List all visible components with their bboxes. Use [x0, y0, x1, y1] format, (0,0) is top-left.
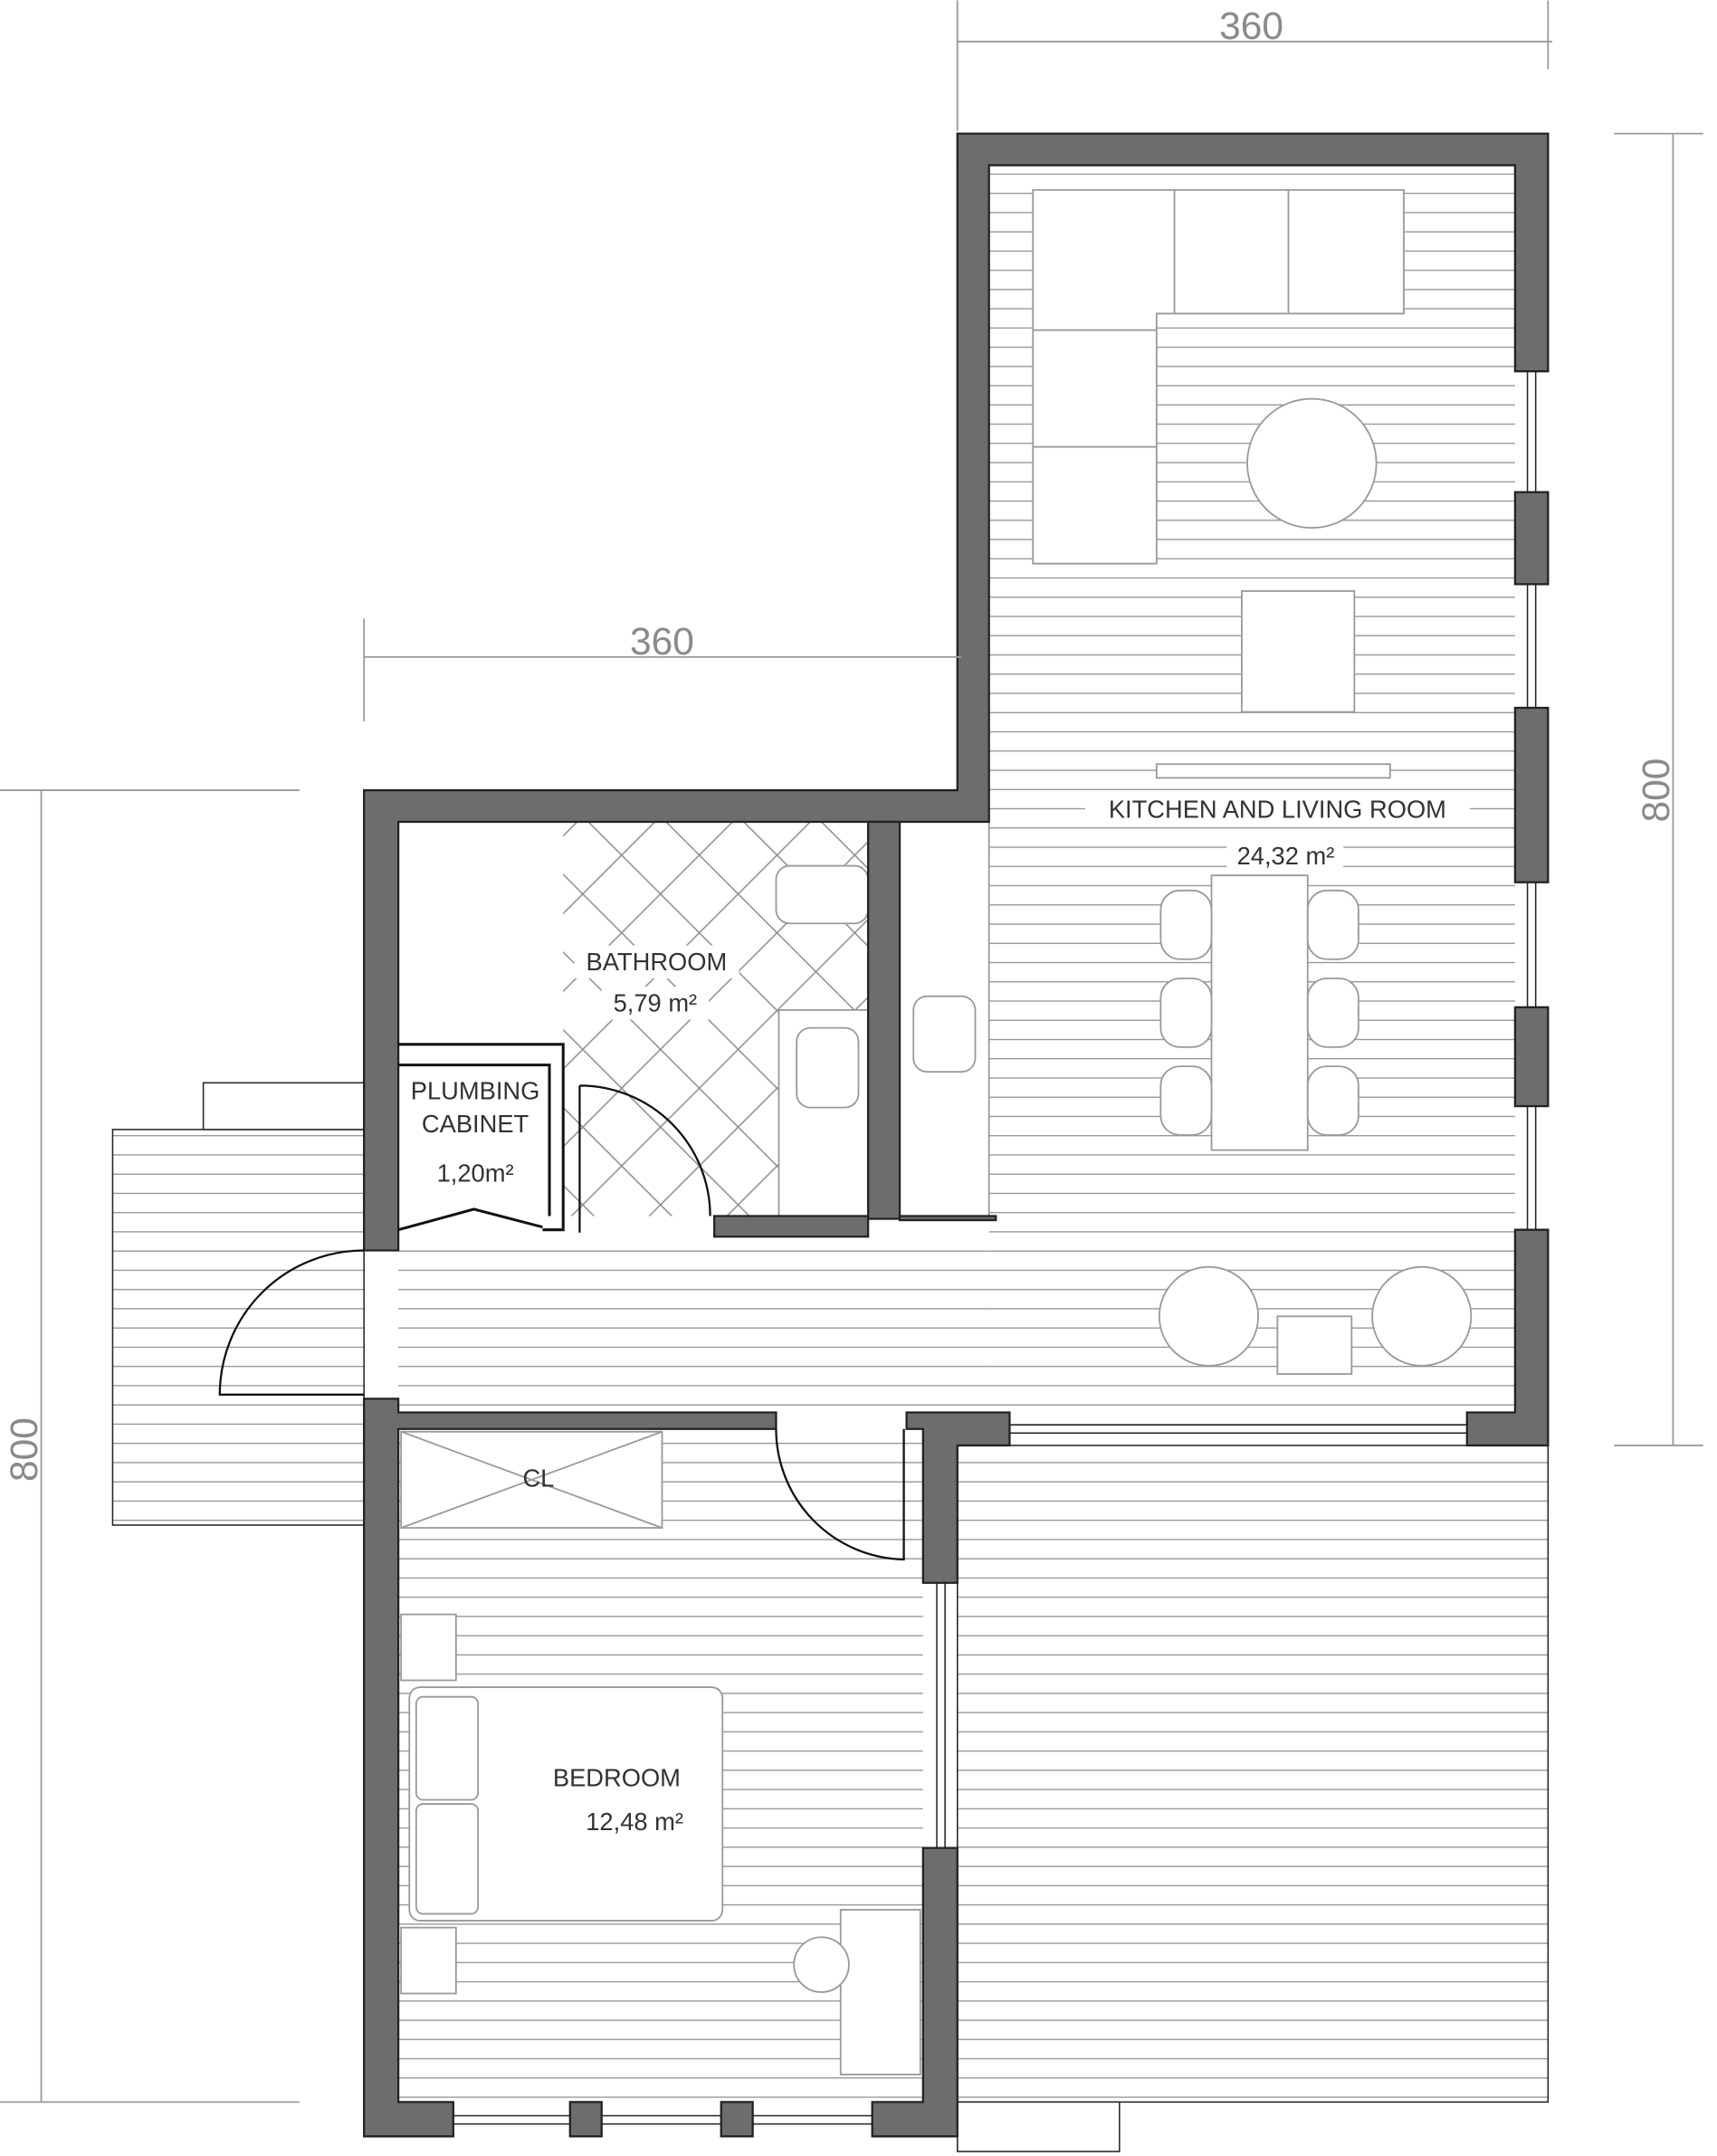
doors: [218, 1084, 905, 1561]
desk: [839, 1908, 921, 2075]
kitchen-area: 24,32 m²: [1237, 842, 1335, 870]
bed: [408, 1686, 724, 1922]
left-terrace: [111, 1129, 365, 1526]
armchair: [1240, 590, 1356, 713]
sink: [912, 995, 977, 1073]
top-width-dimension: 360: [1219, 5, 1283, 48]
plumbing-name-line1: PLUMBING: [411, 1077, 540, 1105]
middle-width-dimension: 360: [630, 621, 694, 663]
furniture: CL: [400, 188, 1473, 2075]
dining-chairs: [1159, 889, 1359, 1136]
room-labels: KITCHEN AND LIVING ROOM 24,32 m² BATHROO…: [411, 791, 1470, 1836]
walls: [363, 132, 1550, 2138]
plumbing-area: 1,20m²: [437, 1159, 514, 1188]
dimensions: 360 360 800 800: [0, 0, 1703, 2104]
lounge-chair: [1371, 1265, 1473, 1367]
toilet: [775, 864, 870, 925]
corner-sofa: [1032, 188, 1405, 565]
round-table: [1246, 397, 1378, 529]
bathroom-name: BATHROOM: [587, 948, 728, 976]
right-height-dimension: 800: [1636, 758, 1678, 823]
left-step: [202, 1082, 365, 1130]
right-terrace: [957, 1445, 1550, 2104]
closet: CL: [400, 1430, 663, 1529]
plumbing-partition: [397, 1043, 565, 1232]
side-table: [1276, 1315, 1353, 1375]
lounge-chair: [1158, 1265, 1260, 1367]
bedroom-area: 12,48 m²: [586, 1808, 683, 1836]
windows: [453, 371, 1537, 2125]
radiator: [1155, 763, 1391, 779]
dining-table: [1210, 874, 1309, 1151]
nightstand: [400, 1926, 457, 1995]
right-step: [957, 2101, 1121, 2152]
plumbing-name-line2: CABINET: [422, 1110, 529, 1138]
entrance-door[interactable]: [218, 1249, 365, 1396]
left-height-dimension: 800: [4, 1417, 46, 1482]
closet-label: CL: [522, 1464, 554, 1492]
kitchen-name: KITCHEN AND LIVING ROOM: [1109, 795, 1446, 823]
desk-chair: [793, 1936, 850, 1993]
bathroom-door[interactable]: [578, 1084, 711, 1233]
bathroom-area: 5,79 m²: [614, 988, 698, 1016]
bedroom-name: BEDROOM: [553, 1763, 681, 1791]
nightstand: [400, 1613, 457, 1682]
bedroom-door[interactable]: [775, 1428, 905, 1561]
